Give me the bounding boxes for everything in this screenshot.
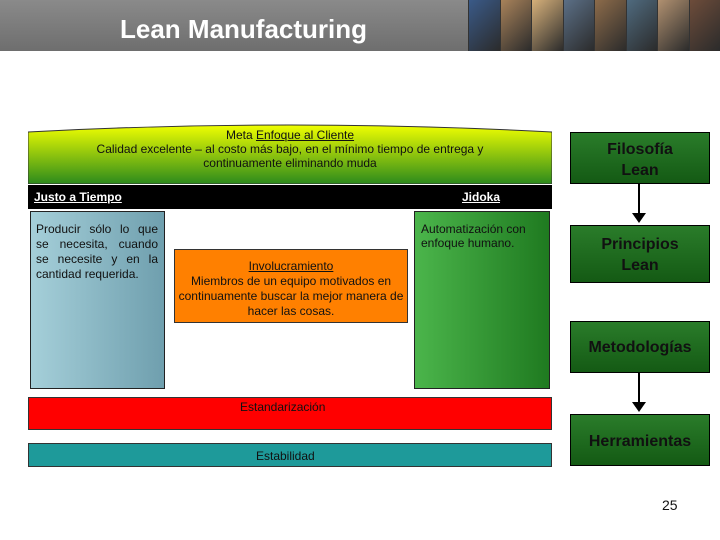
tools-label: Herramientas — [588, 433, 692, 450]
methodologies-label: Metodologías — [588, 339, 692, 356]
header-photo — [688, 0, 720, 51]
header-photo — [468, 0, 500, 51]
involvement-box — [174, 249, 408, 323]
jit-pillar — [30, 211, 165, 389]
header-photo — [625, 0, 657, 51]
jidoka-label[interactable]: Jidoka — [462, 190, 501, 204]
house-roof — [28, 124, 552, 184]
roof-text: Meta Enfoque al Cliente Calidad excelent… — [40, 128, 540, 170]
methodologies-box: Metodologías — [570, 321, 710, 373]
header-photo — [594, 0, 626, 51]
header-photo — [562, 0, 594, 51]
standardization-label: Estandarización — [240, 400, 326, 414]
arrow-2-head — [632, 402, 646, 412]
involvement-title[interactable]: Involucramiento — [248, 259, 334, 273]
involvement-description: Miembros de un equipo motivados en conti… — [178, 274, 404, 318]
goal-line: Meta Enfoque al Cliente — [40, 128, 540, 142]
arrow-2-line — [638, 373, 640, 404]
jidoka-description: Automatización con enfoque humano. — [421, 222, 526, 250]
arrow-1-head — [632, 213, 646, 223]
goal-prefix: Meta — [225, 128, 256, 142]
goal-link[interactable]: Enfoque al Cliente — [255, 128, 355, 142]
header-photo — [499, 0, 531, 51]
page-title: Lean Manufacturing — [120, 14, 368, 44]
principles-line2: Lean — [621, 257, 659, 274]
stability-label: Estabilidad — [256, 449, 315, 463]
header-photo-strip — [468, 0, 720, 51]
tools-box: Herramientas — [570, 414, 710, 466]
philosophy-box: Filosofía Lean — [570, 132, 710, 184]
jit-description: Producir sólo lo que se necesita, cuando… — [36, 222, 158, 281]
header-bar: Lean Manufacturing — [0, 0, 720, 51]
standardization-bar — [28, 397, 552, 430]
page-number: 25 — [662, 497, 678, 513]
principles-line1: Principios — [601, 236, 679, 253]
house-beam — [28, 185, 552, 209]
philosophy-line2: Lean — [621, 162, 659, 179]
involvement-text: Involucramiento Miembros de un equipo mo… — [176, 259, 406, 319]
header-photo — [657, 0, 689, 51]
jit-label[interactable]: Justo a Tiempo — [34, 190, 122, 204]
stability-bar — [28, 443, 552, 467]
jidoka-pillar — [414, 211, 550, 389]
principles-box: Principios Lean — [570, 225, 710, 283]
philosophy-line1: Filosofía — [607, 141, 673, 158]
goal-description-2: continuamente eliminando muda — [203, 156, 377, 170]
header-photo — [531, 0, 563, 51]
goal-description-1: Calidad excelente – al costo más bajo, e… — [96, 142, 484, 156]
arrow-1-line — [638, 184, 640, 215]
